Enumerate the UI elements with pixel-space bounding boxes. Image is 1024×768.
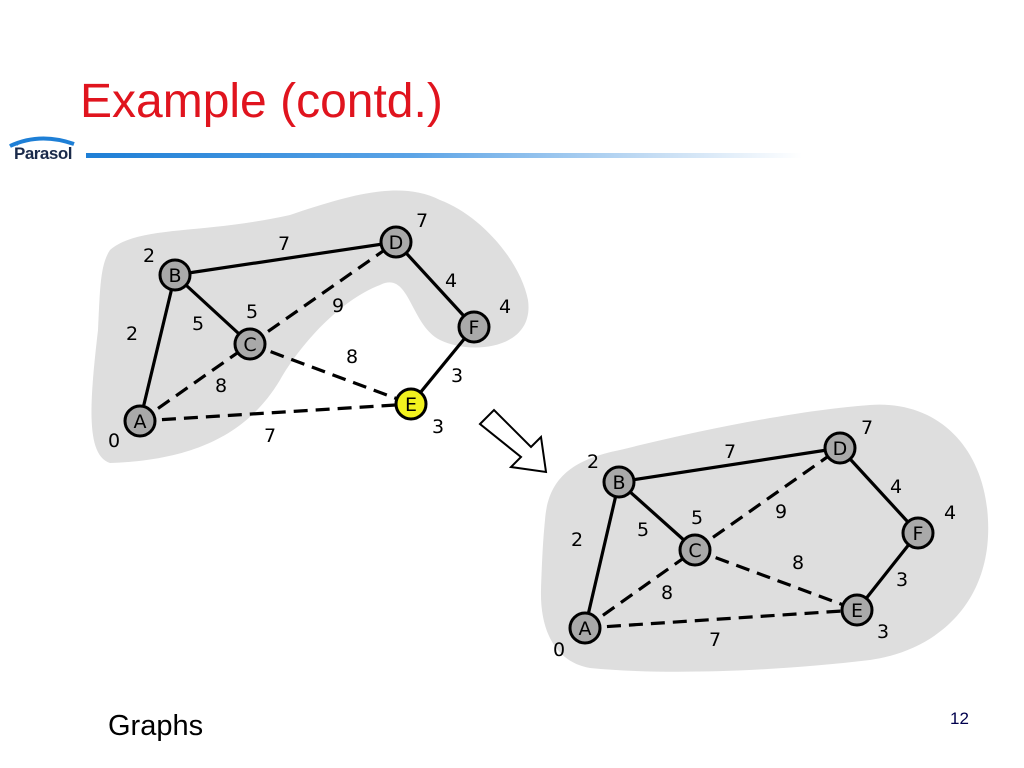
page-number: 12 bbox=[950, 709, 969, 728]
node-label-e: E bbox=[851, 600, 863, 622]
node-distance-b: 2 bbox=[587, 451, 599, 473]
node-distance-d: 7 bbox=[416, 210, 428, 232]
node-distance-c: 5 bbox=[691, 507, 703, 529]
node-label-b: B bbox=[168, 265, 181, 287]
edge-weight-d-f: 4 bbox=[445, 270, 457, 292]
node-f bbox=[901, 516, 935, 550]
edge-a-b bbox=[138, 274, 177, 422]
node-distance-a: 0 bbox=[553, 639, 565, 661]
node-label-b: B bbox=[612, 472, 625, 494]
node-c bbox=[233, 327, 267, 361]
node-distance-b: 2 bbox=[143, 245, 155, 267]
edge-a-e bbox=[584, 608, 858, 630]
edge-weight-a-e: 7 bbox=[264, 425, 276, 447]
logo-text: Parasol bbox=[14, 144, 72, 163]
edge-a-b bbox=[583, 481, 621, 629]
edge-weight-a-b: 2 bbox=[126, 323, 138, 345]
node-a bbox=[568, 611, 602, 645]
edge-weight-f-e: 3 bbox=[451, 365, 463, 387]
node-distance-d: 7 bbox=[861, 417, 873, 439]
edge-weight-a-c: 8 bbox=[661, 582, 673, 604]
edge-weight-c-d: 9 bbox=[775, 501, 787, 523]
edge-c-d bbox=[694, 446, 841, 552]
node-label-d: D bbox=[833, 438, 848, 460]
edge-weight-a-e: 7 bbox=[709, 629, 721, 651]
edge-b-d bbox=[618, 446, 841, 484]
node-distance-f: 4 bbox=[944, 502, 956, 524]
edge-c-e bbox=[249, 342, 412, 406]
node-label-e: E bbox=[405, 394, 417, 416]
transition-arrow-icon bbox=[478, 408, 548, 474]
edge-weight-f-e: 3 bbox=[896, 569, 908, 591]
node-distance-c: 5 bbox=[246, 301, 258, 323]
edge-weight-b-c: 5 bbox=[192, 313, 204, 335]
node-distance-e: 3 bbox=[877, 621, 889, 643]
node-c bbox=[678, 533, 712, 567]
node-label-a: A bbox=[134, 411, 147, 433]
node-label-c: C bbox=[688, 540, 701, 562]
node-d bbox=[823, 431, 857, 465]
edge-weight-a-c: 8 bbox=[215, 375, 227, 397]
node-distance-e: 3 bbox=[432, 416, 444, 438]
edge-a-c bbox=[584, 548, 696, 630]
region-before bbox=[91, 190, 529, 464]
edge-weight-b-d: 7 bbox=[278, 233, 290, 255]
edge-weight-c-e: 8 bbox=[346, 346, 358, 368]
node-a bbox=[123, 404, 157, 438]
edge-c-e bbox=[694, 548, 858, 612]
node-label-d: D bbox=[389, 232, 404, 254]
node-label-c: C bbox=[243, 334, 256, 356]
node-distance-a: 0 bbox=[108, 430, 120, 452]
edge-b-d bbox=[174, 240, 397, 277]
node-label-f: F bbox=[913, 523, 924, 545]
slide-title: Example (contd.) bbox=[80, 75, 443, 128]
edge-weight-b-c: 5 bbox=[637, 519, 649, 541]
parasol-logo-icon bbox=[9, 136, 75, 148]
node-label-a: A bbox=[579, 618, 592, 640]
edge-b-c bbox=[173, 273, 252, 346]
node-b bbox=[158, 258, 192, 292]
edge-weight-b-d: 7 bbox=[724, 441, 736, 463]
footer-label: Graphs bbox=[108, 710, 204, 742]
node-e bbox=[394, 387, 428, 421]
node-e bbox=[840, 593, 874, 627]
edge-weight-c-e: 8 bbox=[792, 552, 804, 574]
edge-weight-c-d: 9 bbox=[332, 295, 344, 317]
node-distance-f: 4 bbox=[499, 296, 511, 318]
edge-f-e bbox=[409, 325, 476, 406]
node-f bbox=[457, 310, 491, 344]
edge-d-f bbox=[838, 446, 920, 535]
edge-weight-a-b: 2 bbox=[571, 529, 583, 551]
node-label-f: F bbox=[469, 317, 480, 339]
node-b bbox=[602, 465, 636, 499]
edge-a-e bbox=[139, 402, 412, 423]
region-after bbox=[540, 404, 989, 672]
edge-weight-d-f: 4 bbox=[890, 476, 902, 498]
edge-c-d bbox=[249, 240, 397, 346]
title-underline bbox=[86, 153, 802, 158]
edge-b-c bbox=[617, 480, 697, 552]
node-d bbox=[379, 225, 413, 259]
edge-d-f bbox=[394, 240, 476, 329]
edge-a-c bbox=[139, 342, 251, 423]
